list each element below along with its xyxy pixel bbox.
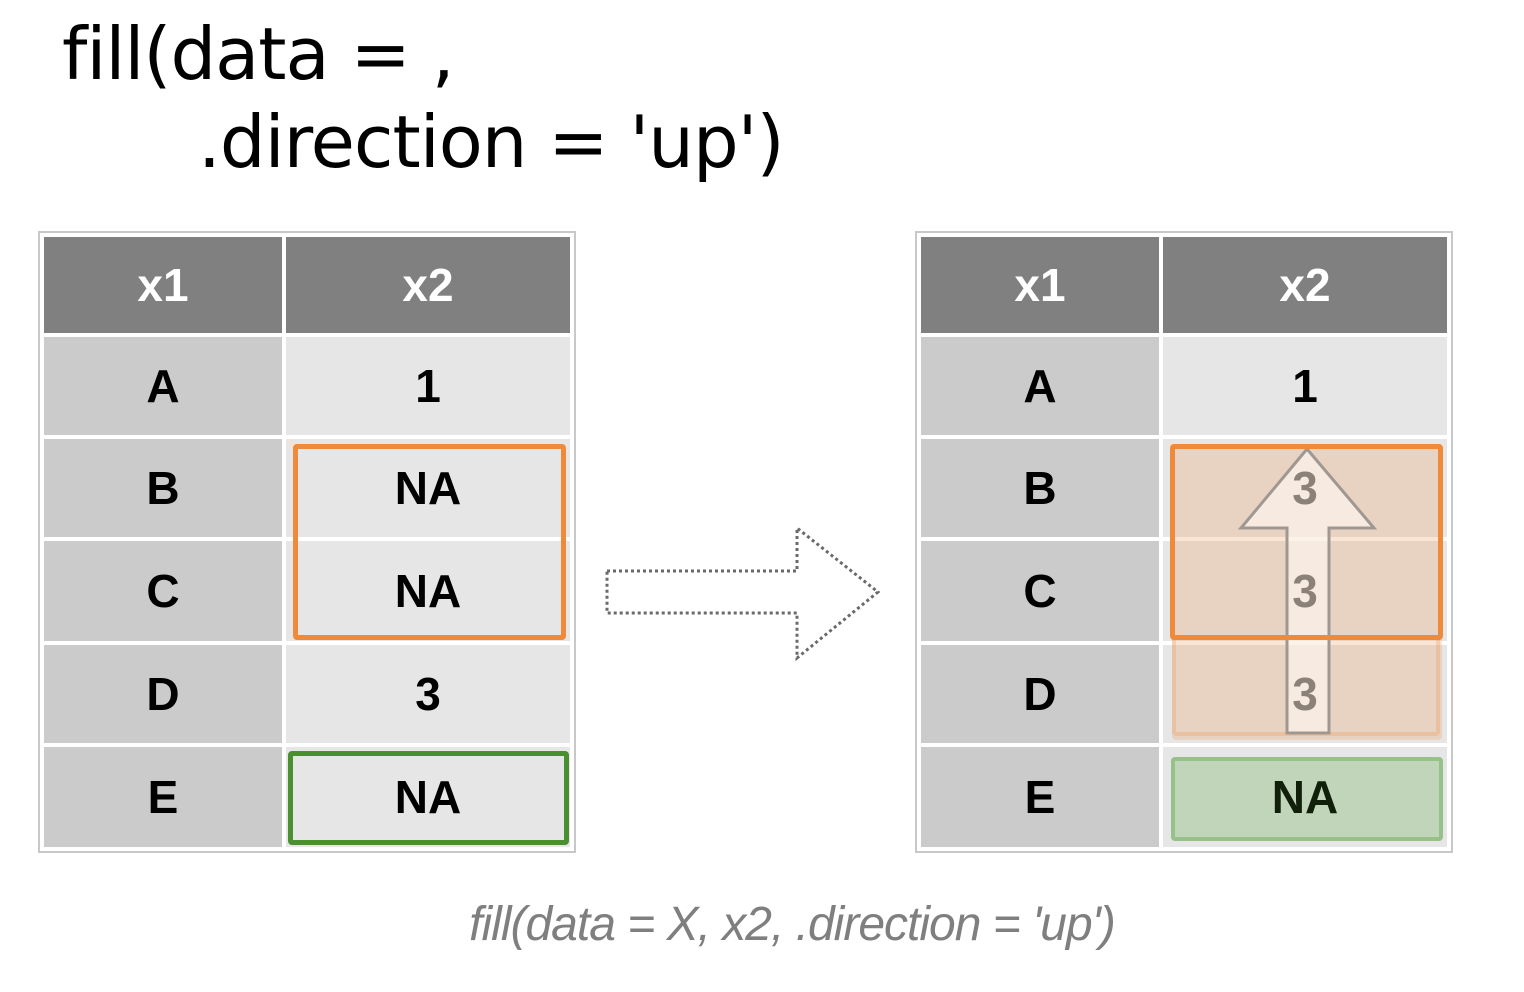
code-line-1: fill(data = , [62,12,455,96]
table-row-value: 3 [1292,668,1318,720]
table-row-value: 3 [286,645,570,743]
table-row-value: 3 [1292,565,1318,617]
table-row-key: B [921,439,1159,537]
caption: fill(data = X, x2, .direction = 'up') [469,898,1116,951]
table-row-key: A [44,337,282,435]
fill-up-arrow-icon [1237,446,1378,735]
table-row-value: 3 [1292,462,1318,514]
input-table: x1 x2 A 1 B NA C NA D 3 E NA [38,231,576,853]
table-row-key: C [921,541,1159,641]
header-x2: x2 [286,237,570,333]
table-row-value: NA [286,541,570,641]
table-row-key: D [44,645,282,743]
table-row-key: E [44,747,282,847]
table-row-value: NA [286,747,570,847]
table-row-value: 1 [1163,337,1447,435]
table-row-value: NA [286,439,570,537]
table-row-value: NA [1271,771,1339,823]
header-x2: x2 [1163,237,1447,333]
table-row-key: D [921,645,1159,743]
table-row-value-placeholder [1163,747,1447,847]
table-row-key: E [921,747,1159,847]
header-x1: x1 [44,237,282,333]
header-x1: x1 [921,237,1159,333]
table-row-value: 1 [286,337,570,435]
code-line-2: .direction = 'up') [198,100,785,184]
table-row-key: A [921,337,1159,435]
table-row-key: B [44,439,282,537]
table-row-key: C [44,541,282,641]
